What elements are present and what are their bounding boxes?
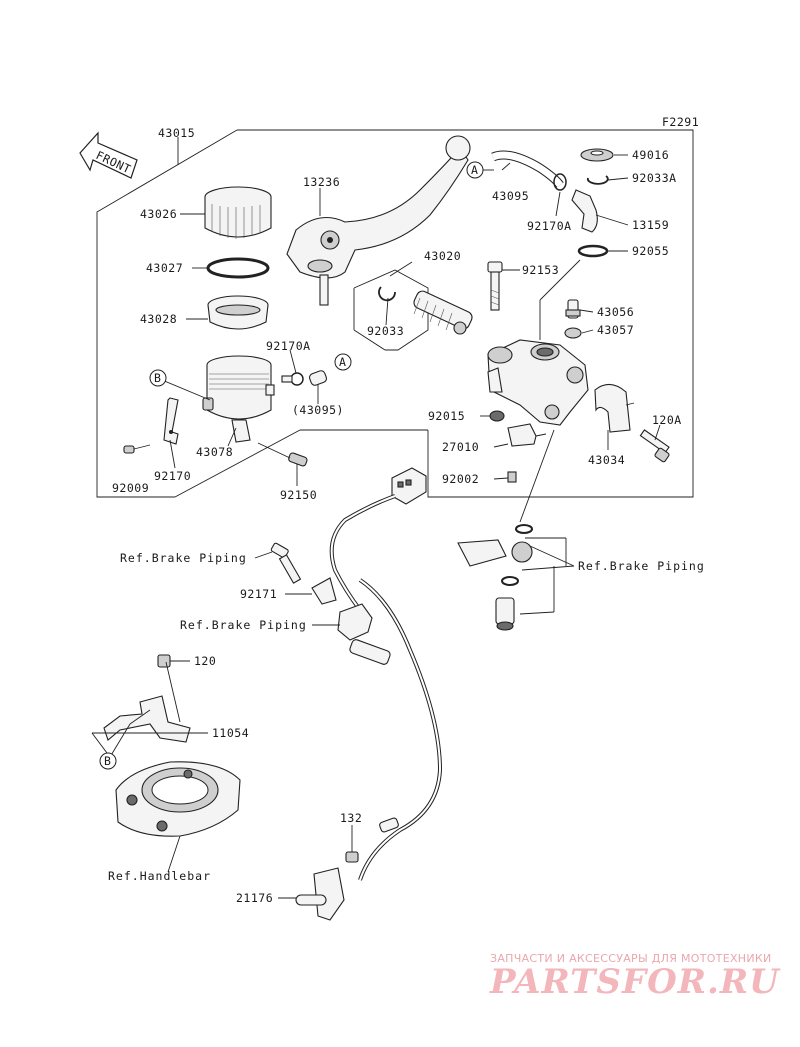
reservoir-cap [204, 186, 272, 239]
callout-a-label: A [339, 355, 346, 369]
reservoir-body [202, 355, 275, 443]
label-92002: 92002 [442, 472, 479, 486]
label-92150: 92150 [280, 488, 317, 502]
o-ring [577, 244, 609, 258]
label-43034: 43034 [588, 453, 625, 467]
watermark-logo: PARTSFOR.RU [490, 962, 780, 1002]
label-43095: 43095 [492, 189, 529, 203]
leader-lines [91, 137, 661, 899]
front-brake-switch [295, 817, 399, 921]
label-92033: 92033 [367, 324, 404, 338]
reservoir-hose [491, 150, 564, 188]
bracket-screw [123, 444, 151, 454]
label-132: 132 [340, 811, 362, 825]
harness-bracket [103, 695, 191, 743]
label-21176: 21176 [236, 891, 273, 905]
piston-kit-frame [353, 269, 429, 351]
assembly-frame [96, 129, 694, 498]
label-43078: 43078 [196, 445, 233, 459]
handlebar-clamp [594, 383, 635, 433]
label-43095-paren: (43095) [292, 403, 344, 417]
ref-brake-piping-right: Ref.Brake Piping [578, 559, 705, 573]
hose-clamp-right [553, 173, 567, 191]
label-92015: 92015 [428, 409, 465, 423]
pivot-bolt [487, 261, 503, 311]
ref-brake-piping-mid: Ref.Brake Piping [180, 618, 307, 632]
label-92153: 92153 [522, 263, 559, 277]
label-92170a-right: 92170A [527, 219, 572, 233]
banjo-fitting [457, 524, 533, 631]
brake-lever [286, 135, 471, 306]
label-13159: 13159 [632, 218, 669, 232]
label-43027: 43027 [146, 261, 183, 275]
reservoir-cap-small [580, 148, 614, 162]
bracket-screw-small [157, 654, 190, 668]
label-92171: 92171 [240, 587, 277, 601]
callout-b-top: B [149, 369, 167, 387]
label-92055: 92055 [632, 244, 669, 258]
brake-switch [507, 423, 547, 447]
bleeder-cap [564, 327, 582, 339]
label-43057: 43057 [597, 323, 634, 337]
callout-b-label: B [154, 371, 161, 385]
label-13236: 13236 [303, 175, 340, 189]
label-27010: 27010 [442, 440, 479, 454]
piston-assembly [413, 290, 473, 335]
piping-bracket [270, 542, 337, 605]
label-92033a: 92033A [632, 171, 677, 185]
label-120a: 120A [652, 413, 682, 427]
label-120: 120 [194, 654, 216, 668]
label-92009: 92009 [112, 481, 149, 495]
callout-a-top: A [466, 161, 484, 179]
label-92170a-left: 92170A [266, 339, 311, 353]
diaphragm [207, 295, 269, 330]
ref-brake-piping-left: Ref.Brake Piping [120, 551, 247, 565]
callout-a-mid: A [334, 353, 352, 371]
label-92170: 92170 [154, 469, 191, 483]
handlebar-holder [115, 761, 241, 837]
label-43020: 43020 [424, 249, 461, 263]
ref-handlebar: Ref.Handlebar [108, 869, 211, 883]
diagram-code: F2291 [662, 115, 699, 129]
switch-screw [507, 471, 517, 483]
label-43015: 43015 [158, 126, 195, 140]
diaphragm-ring [206, 257, 270, 279]
reservoir-bolt [257, 442, 308, 467]
hose-clamp-left [281, 370, 327, 386]
label-43028: 43028 [140, 312, 177, 326]
nut [489, 410, 505, 422]
clamp-bolt [639, 429, 670, 463]
callout-a-label: A [471, 163, 478, 177]
front-arrow-icon: FRONT [79, 131, 138, 179]
callout-b-label: B [104, 754, 111, 768]
label-43026: 43026 [140, 207, 177, 221]
hose-fitting [571, 189, 598, 233]
reservoir-bracket [163, 397, 179, 445]
master-cylinder-body [487, 339, 589, 426]
circlip-right [586, 175, 609, 185]
switch-bolt [345, 851, 359, 863]
label-49016: 49016 [632, 148, 669, 162]
callout-b-bottom: B [99, 752, 117, 770]
circlip-left [378, 286, 396, 302]
label-11054: 11054 [212, 726, 249, 740]
brake-hose-fitting [337, 603, 391, 665]
watermark-tagline: ЗАПЧАСТИ И АКСЕССУАРЫ ДЛЯ МОТОТЕХНИКИ [490, 952, 772, 965]
bleeder-valve [565, 299, 581, 319]
label-43056: 43056 [597, 305, 634, 319]
switch-wiring [329, 467, 443, 881]
